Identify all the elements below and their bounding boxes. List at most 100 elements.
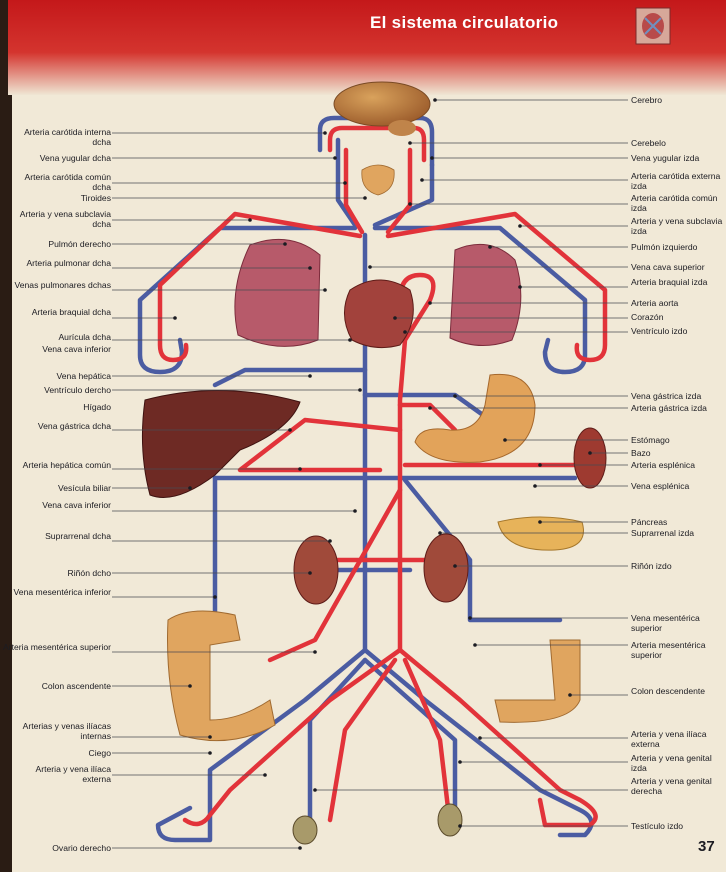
label-arteria-vena-iliaca-externa-left: Arteria y vena ilíaca externa [11, 764, 111, 784]
leader-dot [588, 451, 592, 455]
label-vena-esplenica: Vena esplénica [631, 481, 689, 491]
label-arteria-mesenterica-superior-right: Arteria mesentérica superior [631, 640, 723, 660]
leader-dot [208, 751, 212, 755]
leader-dot [263, 773, 267, 777]
label-vena-mesenterica-superior: Vena mesentérica superior [631, 613, 723, 633]
leader-dot [313, 788, 317, 792]
cerebellum-organ [388, 120, 416, 136]
leader-dot [308, 571, 312, 575]
leader-dot [288, 428, 292, 432]
leader-dot [503, 438, 507, 442]
label-arteria-vena-genital-izda: Arteria y vena genital izda [631, 753, 723, 773]
leader-dot [420, 178, 424, 182]
leader-dot [208, 735, 212, 739]
label-arteria-vena-genital-derecha: Arteria y vena genital derecha [631, 776, 723, 796]
label-higado: Hígado [83, 402, 111, 412]
leader-dot [298, 467, 302, 471]
brain-organ [334, 82, 430, 126]
label-vena-yugular-izda: Vena yugular izda [631, 153, 699, 163]
label-colon-descendente: Colon descendente [631, 686, 711, 696]
label-arteria-vena-subclavia-izda: Arteria y vena subclavia izda [631, 216, 723, 236]
left-lung-organ [450, 244, 521, 345]
label-arteria-aorta: Arteria aorta [631, 298, 678, 308]
leader-dot [403, 330, 407, 334]
leader-dot [213, 595, 217, 599]
leader-dot [533, 484, 537, 488]
label-vena-hepatica: Vena hepática [57, 371, 111, 381]
label-venas-pulmonares-dchas: Venas pulmonares dchas [1, 280, 111, 290]
leader-dot [518, 224, 522, 228]
label-vena-gastrica-dcha: Vena gástrica dcha [11, 421, 111, 431]
leader-dot [248, 218, 252, 222]
label-suprarrenal-dcha: Suprarrenal dcha [11, 531, 111, 541]
leader-dot [298, 846, 302, 850]
label-tiroides: Tiroides [81, 193, 111, 203]
leader-dot [188, 684, 192, 688]
header-thumbnail-image [636, 8, 670, 44]
label-pulmon-izquierdo: Pulmón izquierdo [631, 242, 697, 252]
label-ciego: Ciego [89, 748, 111, 758]
label-vena-cava-inferior-lower: Vena cava inferior [11, 500, 111, 510]
leader-dot [328, 539, 332, 543]
right-kidney-organ [294, 536, 338, 604]
label-arteria-braquial-dcha: Arteria braquial dcha [11, 307, 111, 317]
label-testiculo-izdo: Testículo izdo [631, 821, 683, 831]
label-cerebro: Cerebro [631, 95, 662, 105]
leader-dot [313, 650, 317, 654]
leader-dot [173, 316, 177, 320]
label-arteria-vena-iliaca-externa-right: Arteria y vena ilíaca externa [631, 729, 723, 749]
leader-dot [343, 181, 347, 185]
label-estomago: Estómago [631, 435, 670, 445]
leader-dot [283, 242, 287, 246]
label-arteria-carotida-externa-izda: Arteria carótida externa izda [631, 171, 723, 191]
leader-dot [453, 394, 457, 398]
label-ovario-derecho: Ovario derecho [52, 843, 111, 853]
leader-dot [538, 463, 542, 467]
leader-dot [433, 98, 437, 102]
leader-dot [488, 245, 492, 249]
leader-dot [428, 301, 432, 305]
leader-dot [368, 265, 372, 269]
leader-dot [438, 531, 442, 535]
leader-dot [568, 693, 572, 697]
label-arteria-mesenterica-superior-left: Arteria mesentérica superior [1, 642, 111, 652]
label-arteria-hepatica-comun: Arteria hepática común [11, 460, 111, 470]
leader-dot [358, 388, 362, 392]
leader-dot [518, 285, 522, 289]
label-rinon-izdo: Riñón izdo [631, 561, 672, 571]
label-pancreas: Páncreas [631, 517, 667, 527]
page-number: 37 [698, 838, 715, 855]
leader-dot [308, 266, 312, 270]
leader-dot [348, 338, 352, 342]
label-arteria-vena-subclavia-dcha: Arteria y vena subclavia dcha [11, 209, 111, 229]
label-arteria-gastrica-izda: Arteria gástrica izda [631, 403, 723, 413]
label-arteria-braquial-izda: Arteria braquial izda [631, 277, 723, 287]
label-vesicula-biliar: Vesícula biliar [58, 483, 111, 493]
label-arteria-carotida-interna-dcha: Arteria carótida interna dcha [11, 127, 111, 147]
right-ovary-organ [293, 816, 317, 844]
label-arteria-carotida-comun-izda: Arteria carótida común izda [631, 193, 723, 213]
label-suprarrenal-izda: Suprarrenal izda [631, 528, 694, 538]
label-vena-yugular-dcha: Vena yugular dcha [40, 153, 111, 163]
label-vena-cava-superior: Vena cava superior [631, 262, 705, 272]
leader-dot [428, 406, 432, 410]
spleen-organ [574, 428, 606, 488]
label-arteria-esplenica: Arteria esplénica [631, 460, 695, 470]
leader-dot [430, 156, 434, 160]
label-vena-cava-inferior-upper: Vena cava inferior [11, 344, 111, 354]
leader-dot [363, 196, 367, 200]
leader-dot [408, 202, 412, 206]
leader-dot [353, 509, 357, 513]
page-title: El sistema circulatorio [370, 13, 558, 33]
label-bazo: Bazo [631, 448, 651, 458]
label-auricula-dcha: Aurícula dcha [58, 332, 111, 342]
label-ventriculo-dercho: Ventrículo dercho [44, 385, 111, 395]
leader-dot [458, 824, 462, 828]
leader-dot [323, 131, 327, 135]
leader-dot [473, 643, 477, 647]
label-cerebelo: Cerebelo [631, 138, 666, 148]
label-vena-mesenterica-inferior: Vena mesentérica inferior [11, 587, 111, 597]
label-arterias-venas-iliacas-internas: Arterias y venas ilíacas internas [11, 721, 111, 741]
label-colon-ascendente: Colon ascendente [42, 681, 111, 691]
